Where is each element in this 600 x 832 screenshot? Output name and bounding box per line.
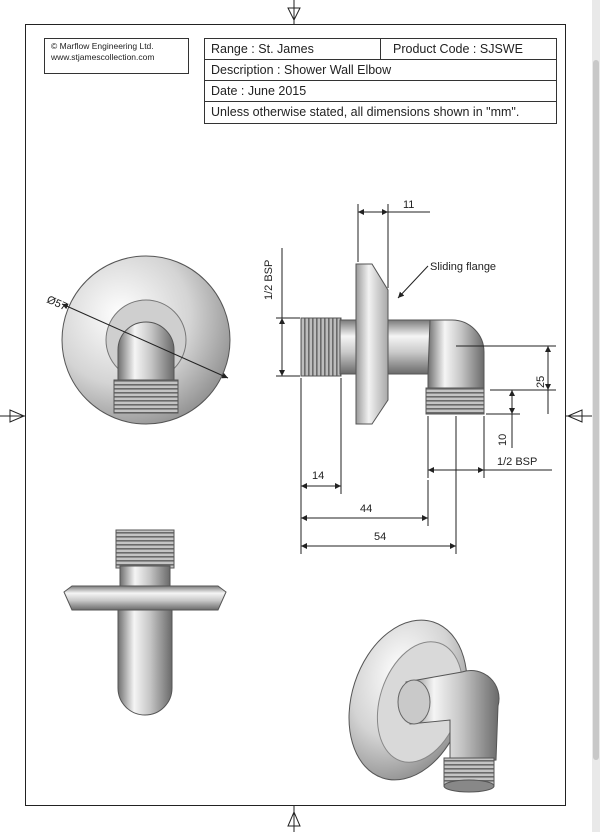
flange-diameter-label: Ø57 <box>45 294 69 313</box>
title-row-description: Description : Shower Wall Elbow <box>205 60 556 81</box>
title-block: Range : St. James Product Code : SJSWE D… <box>204 38 557 124</box>
height-offset-label: 25 <box>535 376 547 388</box>
inlet-thread-label: 1/2 BSP <box>263 260 275 300</box>
outlet-thread-length-label: 10 <box>497 434 509 446</box>
length-to-outlet-label: 44 <box>360 503 372 515</box>
title-divider <box>380 39 381 60</box>
company-box: © Marflow Engineering Ltd. www.stjamesco… <box>44 38 189 74</box>
front-view: Ø57 <box>45 255 231 425</box>
title-row-note: Unless otherwise stated, all dimensions … <box>205 102 556 125</box>
sliding-flange-callout: Sliding flange <box>430 261 496 273</box>
units-note: Unless otherwise stated, all dimensions … <box>211 105 520 119</box>
inlet-thread-length-label: 14 <box>312 470 324 482</box>
side-view: 11 1/2 BSP Sliding flange 25 10 <box>263 199 556 554</box>
plan-view <box>63 529 227 716</box>
drawing-border <box>25 24 566 806</box>
description-label: Description : Shower Wall Elbow <box>211 63 392 77</box>
scrollbar[interactable] <box>592 0 600 832</box>
date-label: Date : June 2015 <box>211 84 307 98</box>
company-website: www.stjamescollection.com <box>51 52 155 62</box>
company-name: © Marflow Engineering Ltd. <box>51 41 154 51</box>
range-label: Range : St. James <box>211 42 314 56</box>
outlet-thread-label: 1/2 BSP <box>497 456 537 468</box>
title-row-range: Range : St. James Product Code : SJSWE <box>205 39 556 60</box>
product-code-label: Product Code : SJSWE <box>393 42 523 56</box>
flange-thickness-label: 11 <box>403 199 414 211</box>
title-row-date: Date : June 2015 <box>205 81 556 102</box>
overall-length-label: 54 <box>374 531 386 543</box>
isometric-view <box>348 619 500 793</box>
scrollbar-thumb[interactable] <box>593 60 599 760</box>
